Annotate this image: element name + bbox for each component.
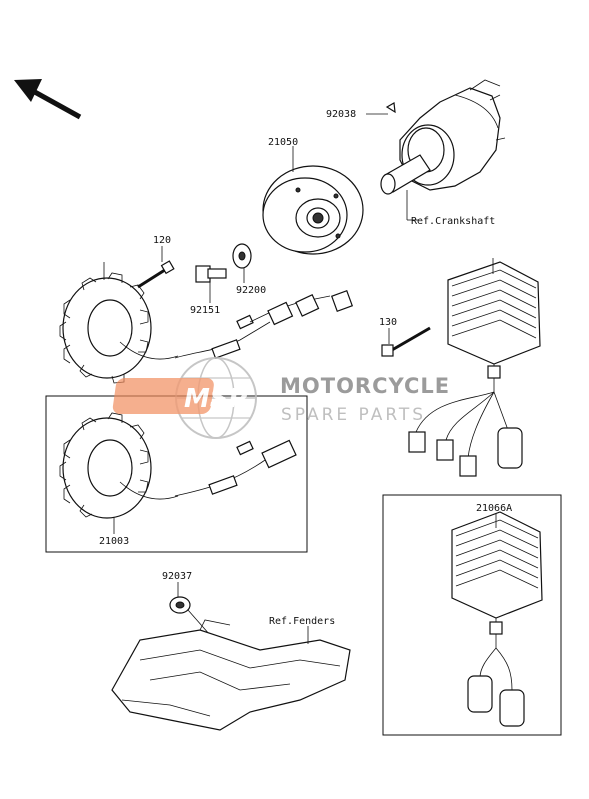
fender-part xyxy=(111,619,351,731)
label-92151: 92151 xyxy=(190,305,220,316)
crankshaft-part xyxy=(380,79,506,195)
bolt-92151-part xyxy=(195,265,227,283)
label-92200: 92200 xyxy=(236,285,266,296)
washer-92200-part xyxy=(232,243,252,269)
grommet-92037-part xyxy=(169,596,191,614)
harness-top-part xyxy=(174,289,354,359)
regulator-part-box xyxy=(451,511,543,727)
bolt-120-part xyxy=(137,260,175,289)
stator-part-top xyxy=(59,272,179,384)
label-92037: 92037 xyxy=(162,571,192,582)
regulator-part-top xyxy=(408,261,541,477)
label-92038: 92038 xyxy=(326,109,356,120)
stator-part-box xyxy=(59,412,297,519)
label-ref-fenders: Ref.Fenders xyxy=(269,616,335,627)
label-21050: 21050 xyxy=(268,137,298,148)
label-130: 130 xyxy=(379,317,397,328)
direction-arrow-icon xyxy=(14,79,82,120)
alt-regulator-box xyxy=(382,494,562,736)
label-21066A: 21066A xyxy=(476,503,512,514)
label-21003: 21003 xyxy=(99,536,129,547)
watermark-logo: MSP xyxy=(184,384,248,414)
watermark-subtitle: SPARE PARTS xyxy=(281,405,426,425)
bolt-130-part xyxy=(381,326,431,357)
watermark-title: MOTORCYCLE xyxy=(280,374,450,398)
watermark: MSP MOTORCYCLE SPARE PARTS xyxy=(112,357,450,439)
rotor-21050-part xyxy=(262,165,364,255)
label-120: 120 xyxy=(153,235,171,246)
label-ref-crankshaft: Ref.Crankshaft xyxy=(411,216,495,227)
